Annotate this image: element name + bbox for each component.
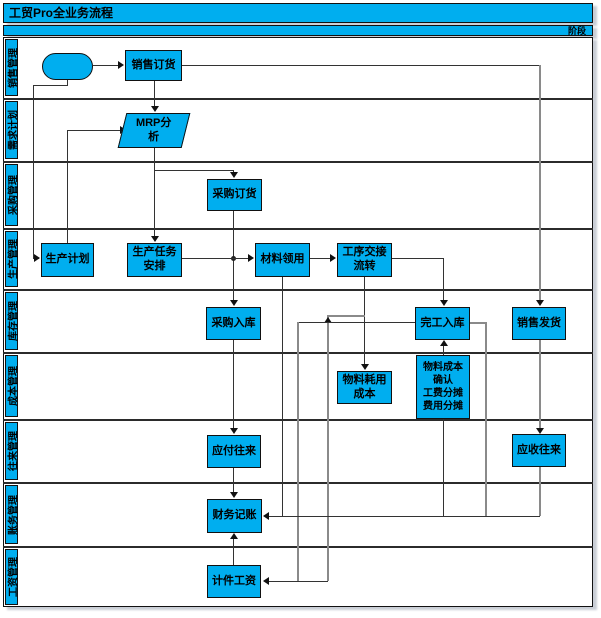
lane-label-inventory: 库存管理	[5, 292, 19, 350]
lane-label-production: 生产管理	[5, 231, 19, 287]
node-piece-wage: 计件工资	[207, 565, 261, 598]
arrowhead	[324, 317, 332, 323]
edge-completion-receipt-bookkeeping	[485, 322, 487, 516]
node-mrp-analysis: MRP分 析	[117, 113, 191, 148]
edge-process-handover-piece-wage	[327, 315, 329, 581]
arrowhead	[151, 236, 159, 242]
edge-sales-order-sales-delivery	[539, 65, 541, 302]
node-purchase-receipt: 采购入库	[206, 307, 261, 340]
arrowhead	[248, 254, 254, 262]
lane-label-text: 生产管理	[8, 239, 19, 279]
edge-receivable-bookkeeping	[266, 516, 540, 517]
phase-header-bar: 阶段	[3, 25, 593, 36]
lane-label-text: 采购管理	[8, 175, 19, 215]
diagram-title: 工贸Pro全业务流程	[9, 6, 114, 20]
edge-start-production-plan	[67, 80, 68, 86]
arrowhead	[230, 533, 238, 539]
node-material-requisition: 材料领用	[255, 243, 310, 277]
lane-label-text: 库存管理	[8, 301, 19, 341]
edge-process-handover-completion-receipt	[392, 258, 443, 259]
edge-start-production-plan	[33, 85, 34, 259]
edge-completion-receipt-piece-wage	[298, 322, 415, 323]
lane-label-cost: 成本管理	[5, 355, 19, 417]
lane-label-demand: 需求计划	[5, 101, 19, 159]
node-completion-receipt: 完工入库	[415, 307, 470, 340]
lane-label-text: 往来管理	[8, 431, 19, 471]
edge-sales-order-mrp	[154, 81, 155, 110]
edge-receivable-bookkeeping	[539, 467, 541, 516]
node-process-handover: 工序交接 流转	[337, 243, 392, 277]
lane-label-text: 销售管理	[8, 47, 19, 88]
lane-label-payroll: 工资管理	[5, 549, 19, 605]
edge-cost-confirm-completion-receipt	[443, 345, 444, 355]
node-material-cost: 物料耗用 成本	[337, 371, 392, 404]
edge-process-handover-completion-receipt	[443, 258, 444, 302]
arrowhead	[118, 61, 124, 69]
node-accounts-payable: 应付往来	[207, 435, 261, 468]
edge-process-handover-piece-wage	[266, 581, 328, 582]
lane-label-purchasing: 采购管理	[5, 164, 19, 226]
lane-divider	[3, 161, 593, 163]
lane-label-text: 需求计划	[8, 110, 19, 150]
edge-production-plan-mrp	[67, 130, 122, 131]
node-purchase-order: 采购订货	[207, 179, 262, 211]
edge-sales-order-sales-delivery	[182, 65, 540, 66]
edge-completion-receipt-bookkeeping	[470, 322, 487, 324]
edge-purchase-receipt-payable	[233, 340, 234, 430]
arrowhead	[440, 300, 448, 306]
arrowhead	[230, 492, 238, 498]
edge-mrp-production-task	[154, 148, 155, 237]
arrowhead	[230, 172, 238, 178]
arrowhead	[536, 300, 544, 306]
node-cost-confirm: 物料成本 确认 工费分摊 费用分摊	[416, 355, 470, 419]
lane-label-sales: 销售管理	[5, 39, 19, 96]
edge-cost-confirm-bookkeeping	[443, 419, 444, 516]
node-mrp-analysis-label: MRP分 析	[136, 116, 172, 143]
node-start	[42, 53, 93, 80]
lane-label-text: 账务管理	[8, 494, 19, 535]
edge-production-task-material-requisition	[182, 258, 250, 259]
edge-material-requisition-bookkeeping	[282, 277, 283, 516]
arrowhead	[536, 428, 544, 434]
edge-production-plan-mrp	[67, 130, 68, 243]
arrowhead	[230, 428, 238, 434]
node-accounts-receivable: 应收往来	[512, 434, 566, 467]
lane-divider	[3, 98, 593, 100]
edge-process-handover-material-cost	[364, 277, 365, 366]
node-production-plan: 生产计划	[41, 243, 94, 277]
lane-divider	[3, 228, 593, 230]
arrowhead	[263, 577, 269, 585]
arrowhead	[34, 254, 40, 262]
arrowhead	[440, 340, 448, 346]
edge-sales-delivery-receivable	[539, 340, 541, 430]
arrowhead	[151, 106, 159, 112]
arrowhead	[361, 364, 369, 370]
edge-piece-wage-bookkeeping	[233, 539, 234, 565]
arrowhead	[230, 300, 238, 306]
arrowhead	[330, 254, 336, 262]
node-sales-order: 销售订货	[125, 50, 182, 81]
edge-mrp-purchase-order	[154, 170, 233, 171]
lane-divider	[3, 289, 593, 291]
phase-label: 阶段	[567, 26, 586, 36]
diagram-title-bar: 工贸Pro全业务流程	[3, 3, 593, 23]
lane-label-accounting: 账务管理	[5, 485, 19, 544]
node-bookkeeping: 财务记账	[207, 499, 262, 533]
edge-payable-bookkeeping	[233, 468, 234, 494]
edge-start-sales-order	[93, 65, 122, 66]
lane-label-current: 往来管理	[5, 422, 19, 480]
arrowhead	[263, 512, 269, 520]
edge-completion-receipt-piece-wage	[297, 322, 299, 581]
node-sales-delivery: 销售发货	[512, 307, 566, 340]
node-production-task: 生产任务 安排	[127, 243, 182, 277]
edge-process-handover-piece-wage	[327, 315, 365, 317]
lane-label-text: 工资管理	[8, 557, 19, 597]
edge-material-requisition-process-handover	[310, 258, 332, 259]
lane-label-text: 成本管理	[8, 366, 19, 406]
edge-start-production-plan	[33, 85, 68, 86]
